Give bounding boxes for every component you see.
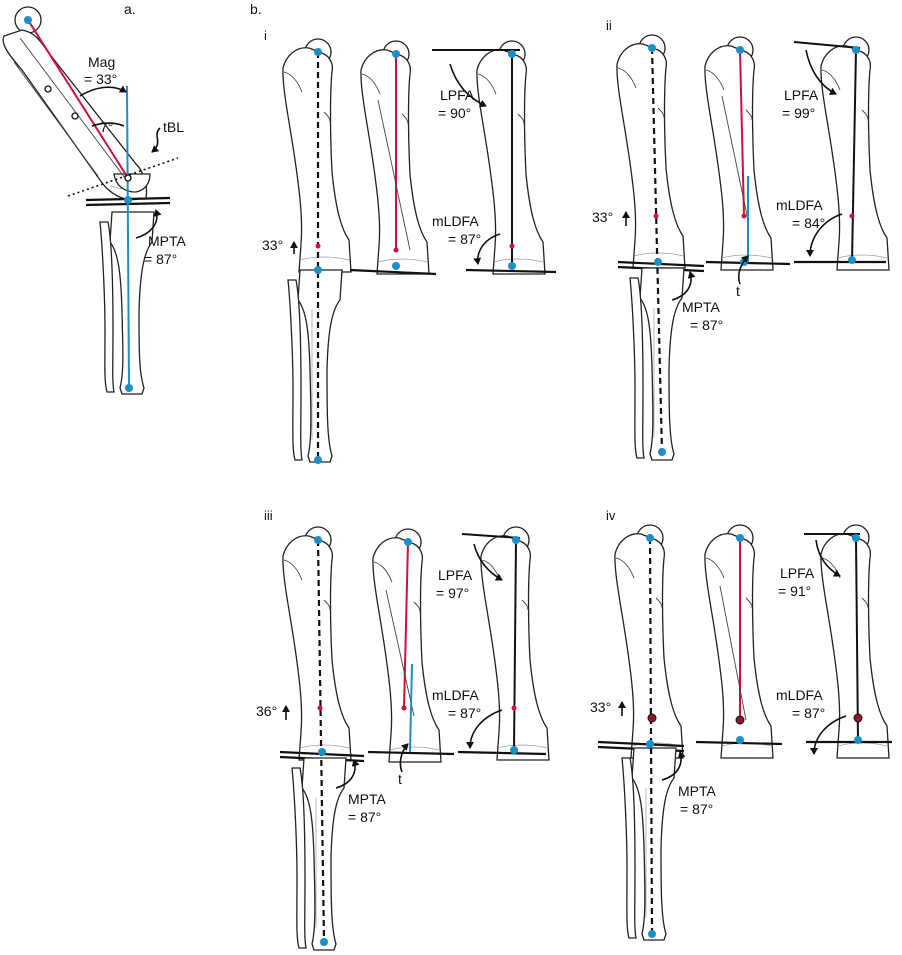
panel-b-iii-t-label: t bbox=[398, 771, 402, 787]
panel-b-i-tibia-1 bbox=[287, 269, 343, 463]
panel-a-tbl-line bbox=[67, 157, 179, 197]
panel-b-iii-deformity-angle: 36° bbox=[256, 703, 277, 719]
panel-a-mag-label: Mag bbox=[88, 54, 115, 70]
panel-a-mag-value: = 33° bbox=[84, 71, 117, 87]
panel-b-i-mldfa-value: = 87° bbox=[448, 231, 481, 247]
panel-b-iii-lpfa-value: = 97° bbox=[436, 585, 469, 601]
panel-b-ii: ii 33° MPTA = 87° t bbox=[592, 18, 890, 461]
panel-b-i-numeral: i bbox=[264, 28, 267, 43]
panel-b-iv-mldfa-value: = 87° bbox=[792, 705, 825, 721]
panel-b-letter: b. bbox=[250, 1, 262, 17]
panel-b-ii-deformity-angle: 33° bbox=[592, 209, 613, 225]
panel-b-ii-mldfa-label: mLDFA bbox=[776, 197, 823, 213]
panel-b-ii-mpta-value: = 87° bbox=[690, 317, 723, 333]
panel-a-mpta-label: MPTA bbox=[148, 233, 187, 249]
panel-b-iii-lpfa-label: LPFA bbox=[438, 567, 473, 583]
panel-b-iv-femur-1 bbox=[614, 524, 684, 759]
panel-a-tbl-pointer bbox=[151, 127, 161, 153]
panel-a-tibia bbox=[99, 211, 155, 395]
panel-a-tbl-label: tBL bbox=[163, 119, 184, 135]
panel-b-ii-tibia-1 bbox=[629, 267, 685, 461]
panel-b-ii-lpfa-label: LPFA bbox=[784, 87, 819, 103]
panel-b-i-femur-2 bbox=[360, 40, 430, 275]
panel-b-iv-deformity-angle: 33° bbox=[590, 699, 611, 715]
panel-b-ii-femur-1 bbox=[616, 34, 686, 269]
panel-a-letter: a. bbox=[124, 1, 136, 17]
panel-b-iv-lpfa-label: LPFA bbox=[780, 565, 815, 581]
panel-a-offset-angle: 7° bbox=[100, 119, 113, 135]
panel-b-i-deformity-angle: 33° bbox=[262, 237, 283, 253]
panel-b-iv: iv 33° MPTA = 87° LPFA = 91° bbox=[590, 508, 892, 941]
panel-a: a. Mag = bbox=[2, 1, 187, 395]
panel-b-ii-lpfa-value: = 99° bbox=[782, 105, 815, 121]
panel-b-i-lpfa-label: LPFA bbox=[440, 87, 475, 103]
panel-b-i-mldfa-label: mLDFA bbox=[432, 213, 479, 229]
panel-b-iii-mldfa-value: = 87° bbox=[448, 705, 481, 721]
panel-b-iv-mpta-value: = 87° bbox=[680, 801, 713, 817]
panel-b-iv-numeral: iv bbox=[606, 508, 616, 523]
panel-a-mpta-arc bbox=[135, 209, 162, 239]
panel-a-anatomic-axis bbox=[19, 37, 129, 183]
panel-b-ii-t-label: t bbox=[736, 283, 740, 299]
panel-b-iii-numeral: iii bbox=[264, 508, 273, 523]
panel-b-i: i 33° LPFA = 90° mLDFA = 87° bbox=[262, 28, 557, 464]
panel-b-iii-mldfa-label: mLDFA bbox=[432, 687, 479, 703]
panel-a-femur bbox=[2, 6, 148, 201]
panel-b-ii-mpta-label: MPTA bbox=[682, 299, 721, 315]
panel-a-mechanical-axis bbox=[27, 19, 129, 179]
panel-b-iv-mpta-label: MPTA bbox=[678, 783, 717, 799]
panel-b-ii-numeral: ii bbox=[606, 18, 612, 33]
panel-b-i-lpfa-value: = 90° bbox=[438, 105, 471, 121]
panel-a-mpta-value: = 87° bbox=[144, 251, 177, 267]
panel-b-iv-tibia-1 bbox=[621, 747, 677, 941]
panel-b-iii: iii 36° MPTA = 87° t LPFA bbox=[256, 508, 550, 951]
panel-b-ii-femur-2 bbox=[704, 36, 774, 271]
panel-b-iii-femur-1 bbox=[282, 526, 352, 761]
panel-b-iv-mldfa-label: mLDFA bbox=[776, 687, 823, 703]
panel-b-iv-lpfa-value: = 91° bbox=[778, 583, 811, 599]
panel-b-iii-mpta-label: MPTA bbox=[348, 791, 387, 807]
panel-b-ii-mldfa-value: = 84° bbox=[792, 215, 825, 231]
panel-a-offset-arc bbox=[91, 122, 125, 127]
panel-a-tibial-axis bbox=[126, 85, 130, 389]
panel-a-mag-arc bbox=[79, 85, 127, 97]
panel-b-iii-mpta-value: = 87° bbox=[348, 809, 381, 825]
panel-b-i-femur-3 bbox=[476, 40, 546, 275]
